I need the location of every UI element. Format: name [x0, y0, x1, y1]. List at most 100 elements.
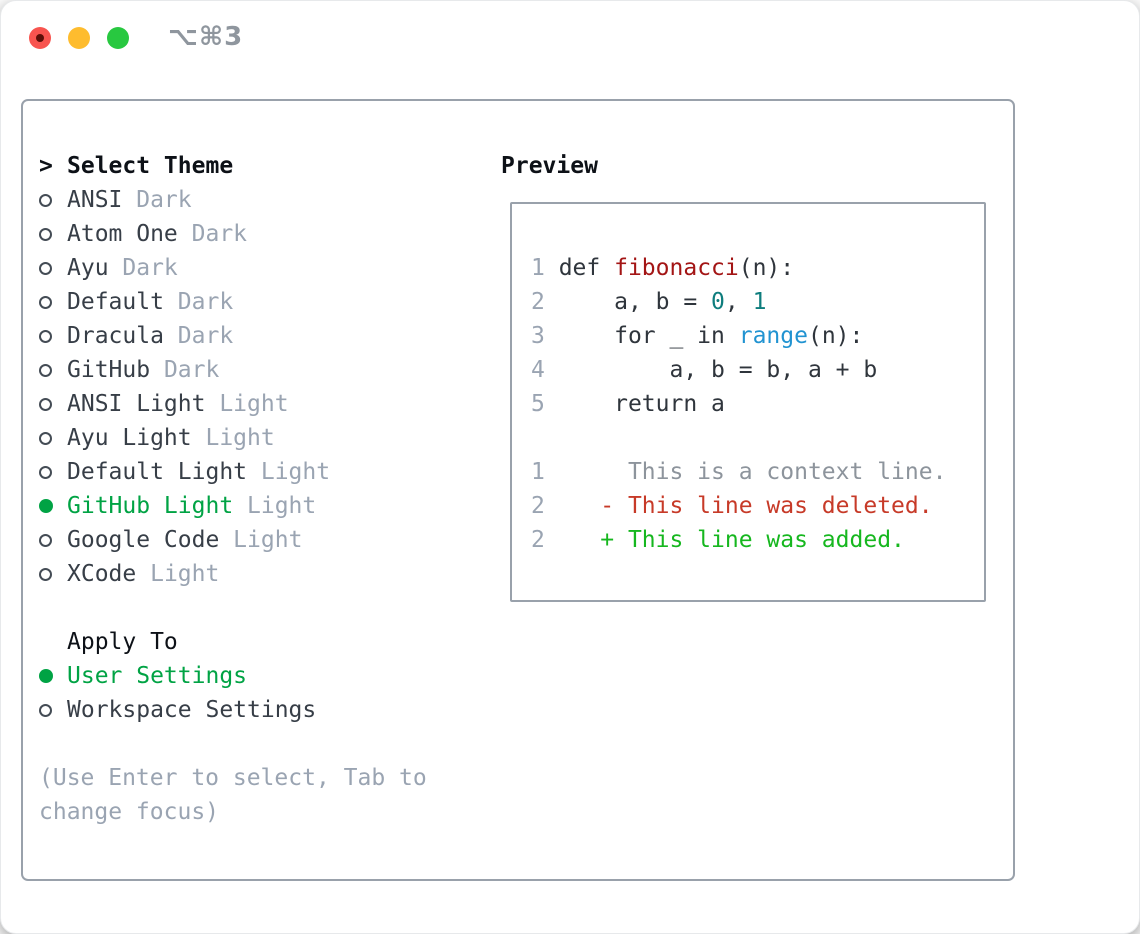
- code-line: 2 + This line was added.: [531, 523, 984, 557]
- traffic-lights: [29, 27, 129, 49]
- code-segment: 2: [531, 527, 545, 553]
- apply-option-label: Workspace Settings: [67, 697, 317, 723]
- zoom-button[interactable]: [107, 27, 129, 49]
- code-line: 1 def fibonacci(n):: [531, 251, 984, 285]
- code-segment: return a: [544, 391, 725, 417]
- code-segment: This is a context line.: [544, 459, 947, 485]
- radio-icon: [39, 353, 67, 387]
- titlebar: ⌥⌘3: [1, 1, 1139, 73]
- radio-dot: [39, 398, 52, 411]
- radio-icon: [39, 455, 67, 489]
- code-line: 4 a, b = b, a + b: [531, 353, 984, 387]
- radio-selected-icon: [39, 659, 67, 693]
- theme-name: ANSI Light: [67, 391, 206, 417]
- theme-name: Ayu Light: [67, 425, 192, 451]
- code-segment: 5: [531, 391, 545, 417]
- theme-name: ANSI: [67, 187, 123, 213]
- chevron-icon: >: [39, 153, 53, 179]
- radio-icon: [39, 251, 67, 285]
- radio-dot: [39, 262, 52, 275]
- apply-option-label: User Settings: [67, 663, 248, 689]
- radio-dot: [39, 534, 52, 547]
- radio-icon: [39, 523, 67, 557]
- theme-variant: Dark: [150, 357, 220, 383]
- theme-name: Google Code: [67, 527, 220, 553]
- minimize-button[interactable]: [68, 27, 90, 49]
- close-button[interactable]: [29, 27, 51, 49]
- code-segment: 1: [531, 459, 545, 485]
- theme-option-google-code[interactable]: Google Code Light: [39, 523, 469, 557]
- radio-dot: [39, 228, 52, 241]
- theme-option-ansi[interactable]: ANSI Dark: [39, 183, 469, 217]
- theme-name: Ayu: [67, 255, 109, 281]
- code-line: 3 for _ in range(n):: [531, 319, 984, 353]
- radio-dot: [39, 364, 52, 377]
- radio-dot: [39, 330, 52, 343]
- code-segment: 2: [531, 289, 545, 315]
- select-theme-header: > Select Theme: [39, 149, 469, 183]
- code-segment: (n):: [807, 323, 864, 349]
- theme-variant: Light: [247, 459, 331, 485]
- theme-variant: Dark: [122, 187, 192, 213]
- apply-to-header: Apply To: [39, 625, 469, 659]
- theme-option-default-light[interactable]: Default Light Light: [39, 455, 469, 489]
- code-segment: for _ in: [544, 323, 739, 349]
- radio-dot: [39, 466, 52, 479]
- theme-option-dracula[interactable]: Dracula Dark: [39, 319, 469, 353]
- spacer-marker: [39, 625, 67, 659]
- apply-option-user-settings[interactable]: User Settings: [39, 659, 469, 693]
- code-segment: fibonacci: [614, 255, 739, 281]
- theme-variant: Dark: [108, 255, 178, 281]
- theme-option-ayu-light[interactable]: Ayu Light Light: [39, 421, 469, 455]
- theme-name: Dracula: [67, 323, 164, 349]
- theme-option-default[interactable]: Default Dark: [39, 285, 469, 319]
- radio-dot: [39, 432, 52, 445]
- theme-option-github[interactable]: GitHub Dark: [39, 353, 469, 387]
- radio-dot: [39, 704, 52, 717]
- code-segment: ,: [724, 289, 753, 315]
- select-theme-label: Select Theme: [67, 153, 234, 179]
- preview-label: Preview: [501, 153, 598, 179]
- theme-name: Default Light: [67, 459, 248, 485]
- code-segment: + This line was added.: [544, 527, 905, 553]
- radio-icon: [39, 557, 67, 591]
- theme-variant: Light: [191, 425, 275, 451]
- radio-dot: [39, 296, 52, 309]
- spacer-row: [39, 727, 469, 761]
- theme-option-ansi-light[interactable]: ANSI Light Light: [39, 387, 469, 421]
- radio-dot: [39, 194, 52, 207]
- radio-selected-icon: [39, 489, 67, 523]
- theme-name: Atom One: [67, 221, 178, 247]
- theme-option-github-light[interactable]: GitHub Light Light: [39, 489, 469, 523]
- help-text: (Use Enter to select, Tab to: [39, 765, 427, 791]
- theme-option-atom-one[interactable]: Atom One Dark: [39, 217, 469, 251]
- radio-icon: [39, 285, 67, 319]
- theme-name: XCode: [67, 561, 137, 587]
- radio-icon: [39, 421, 67, 455]
- radio-icon: [39, 387, 67, 421]
- radio-icon: [39, 693, 67, 727]
- code-segment: 0: [711, 289, 725, 315]
- code-line: [531, 421, 984, 455]
- code-segment: - This line was deleted.: [544, 493, 933, 519]
- theme-option-xcode[interactable]: XCode Light: [39, 557, 469, 591]
- code-segment: (n):: [738, 255, 795, 281]
- window-title: ⌥⌘3: [168, 22, 244, 52]
- radio-icon: [39, 217, 67, 251]
- code-segment: a, b =: [544, 289, 712, 315]
- theme-variant: Light: [233, 493, 317, 519]
- code-segment: 3: [531, 323, 545, 349]
- theme-option-ayu[interactable]: Ayu Dark: [39, 251, 469, 285]
- theme-name: Default: [67, 289, 164, 315]
- theme-variant: Dark: [177, 221, 248, 247]
- apply-option-workspace-settings[interactable]: Workspace Settings: [39, 693, 469, 727]
- radio-dot: [39, 568, 52, 581]
- radio-dot: [39, 669, 53, 683]
- radio-icon: [39, 183, 67, 217]
- code-line: 2 a, b = 0, 1: [531, 285, 984, 319]
- radio-icon: [39, 319, 67, 353]
- apply-to-label: Apply To: [67, 629, 178, 655]
